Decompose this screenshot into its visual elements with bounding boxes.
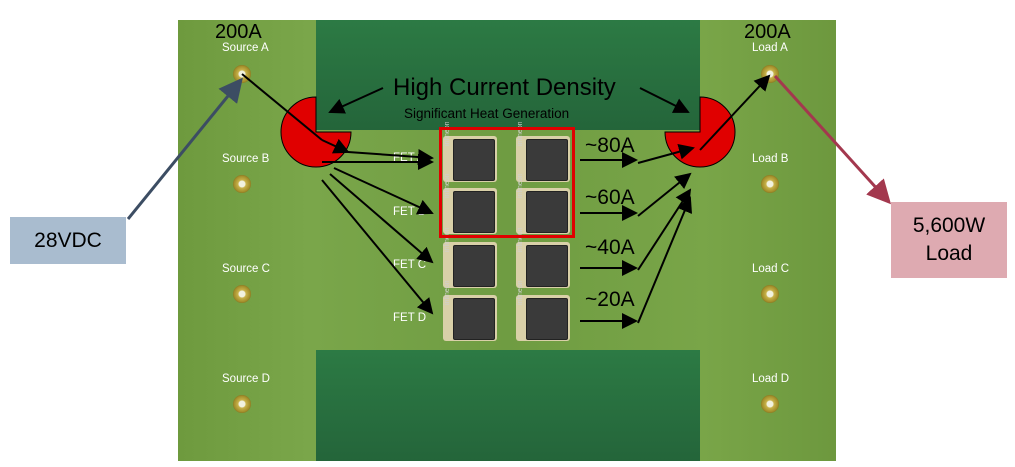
load-leader	[773, 74, 892, 205]
load-c-label: Load C	[752, 263, 790, 275]
fet-c-arrow	[329, 173, 434, 264]
load-callout: 5,600W Load	[891, 202, 1007, 278]
density-right-arrow	[639, 87, 690, 113]
fet-c-current: ~40A	[585, 236, 635, 259]
merge-arrow-2	[637, 172, 692, 217]
fet-b-right-chip: infineon	[516, 173, 570, 234]
load-c-pad	[761, 285, 779, 303]
source-current-label: 200A	[215, 21, 262, 43]
fet-a-right-chip: infineon	[516, 121, 570, 182]
source-to-fet-a-arrow-2	[321, 138, 350, 154]
load-current-label: 200A	[744, 21, 791, 43]
source-d-pad	[233, 395, 251, 413]
source-c-pad	[233, 285, 251, 303]
merge-arrow-1	[637, 143, 695, 164]
load-callout-power: 5,600W	[912, 214, 986, 237]
load-d-label: Load D	[752, 373, 790, 385]
voltage-callout: 28VDC	[10, 217, 126, 264]
bottom-copper-plane	[316, 350, 700, 461]
voltage-leader	[126, 77, 243, 220]
fet-d-arrow	[321, 179, 434, 315]
density-left-arrow	[328, 87, 384, 114]
source-c-label: Source C	[222, 263, 270, 275]
load-b-pad	[761, 175, 779, 193]
source-b-label: Source B	[222, 153, 270, 165]
right-hotspot	[664, 96, 736, 168]
source-a-label: Source A	[222, 42, 269, 54]
fet-b-arrow-2	[333, 167, 434, 215]
fet-d-label: FET D	[393, 312, 427, 324]
fet-b-left-chip: infineon	[443, 173, 497, 234]
merge-arrow-4	[637, 196, 693, 324]
fet-c-left-chip: infineon	[443, 227, 497, 288]
fet-d-current: ~20A	[585, 288, 635, 311]
load-d-pad	[761, 395, 779, 413]
fet-c-right-chip: infineon	[516, 227, 570, 288]
hotspot-to-load-a-arrow	[699, 74, 771, 151]
fet-d-left-chip: infineon	[443, 280, 497, 341]
fet-a-left-chip: infineon	[443, 121, 497, 182]
hot-fet-highlight-box	[439, 127, 575, 238]
source-to-fet-a-arrow	[241, 73, 323, 141]
load-callout-label: Load	[925, 242, 973, 265]
high-current-density-label: High Current Density	[393, 74, 616, 101]
source-b-pad	[233, 175, 251, 193]
heat-generation-label: Significant Heat Generation	[404, 106, 570, 121]
load-a-label: Load A	[752, 42, 788, 54]
fet-a-arrow-upper	[347, 149, 434, 165]
top-copper-plane	[316, 20, 700, 130]
fet-b-current: ~60A	[585, 186, 635, 209]
fet-a-current: ~80A	[585, 134, 635, 157]
source-d-label: Source D	[222, 373, 270, 385]
fet-d-right-chip: infineon	[516, 280, 570, 341]
load-b-label: Load B	[752, 153, 789, 165]
